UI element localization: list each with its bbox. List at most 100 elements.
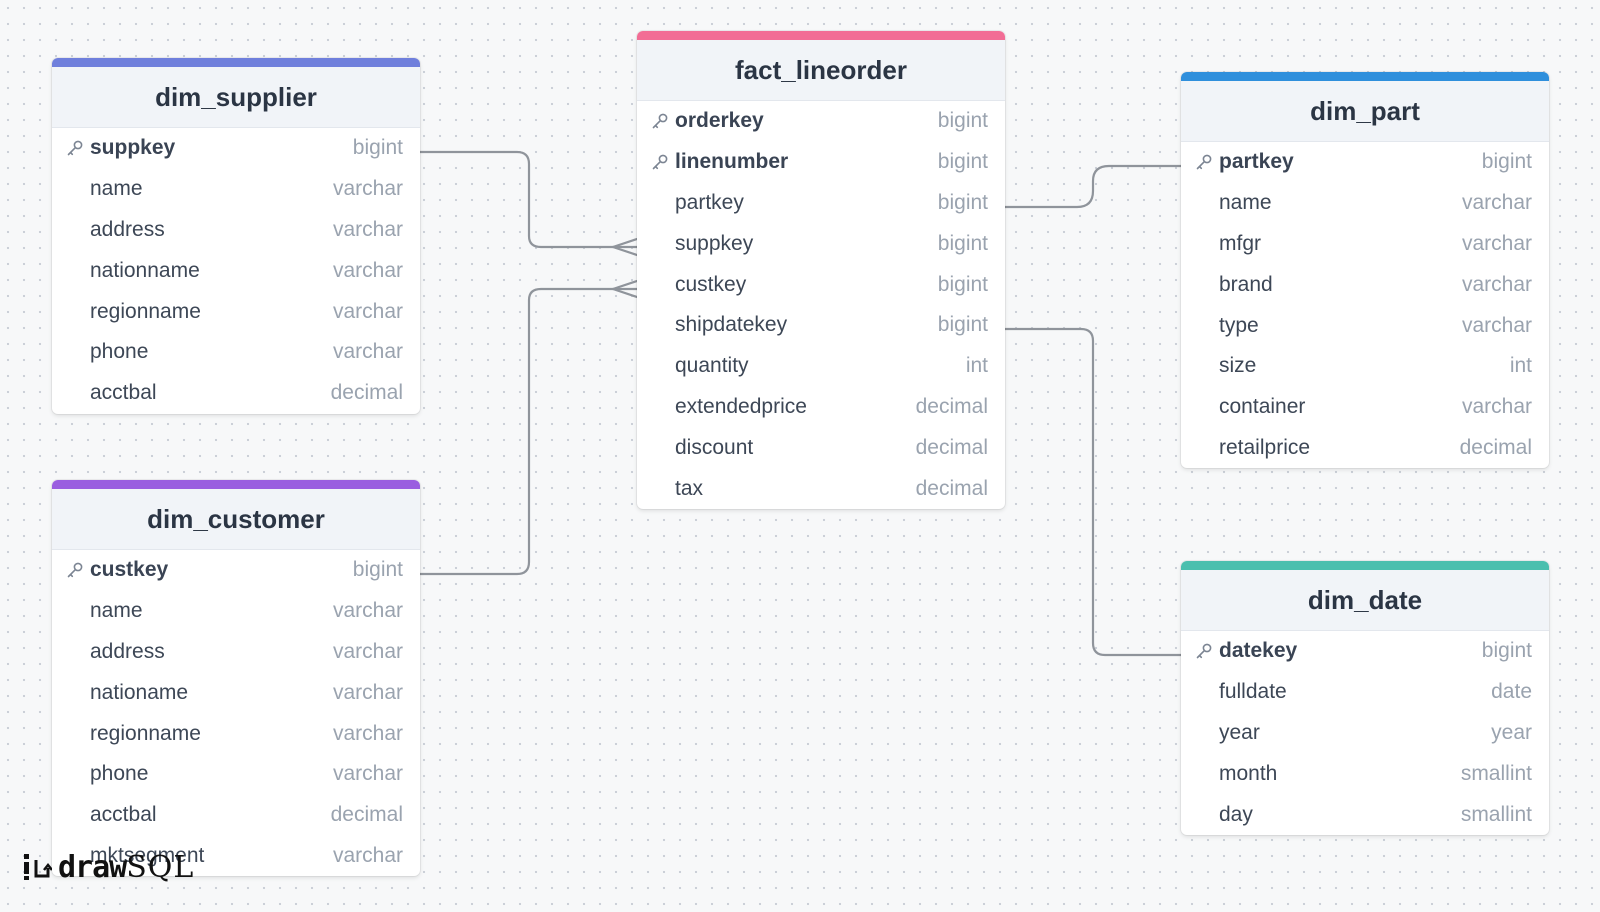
- field-type: decimal: [915, 435, 988, 459]
- field-type: decimal: [330, 381, 403, 405]
- drawsql-logo[interactable]: draw SQL: [22, 849, 195, 885]
- field-type: varchar: [332, 340, 403, 364]
- field-type: bigint: [1481, 150, 1532, 174]
- table-title[interactable]: fact_lineorder: [637, 40, 1005, 101]
- field-name: quantity: [675, 354, 749, 378]
- field-name: month: [1219, 761, 1278, 785]
- field-row-brand[interactable]: brand varchar: [1181, 264, 1549, 305]
- field-name: tax: [675, 476, 704, 500]
- field-name: retailprice: [1219, 435, 1311, 459]
- field-name: address: [90, 217, 165, 241]
- field-name: year: [1219, 720, 1260, 744]
- field-type: varchar: [1461, 272, 1532, 296]
- field-row-phone[interactable]: phone varchar: [52, 332, 420, 373]
- field-type: decimal: [1459, 435, 1532, 459]
- field-type: varchar: [332, 217, 403, 241]
- logo-text-draw: draw: [58, 849, 127, 885]
- field-row-retailprice[interactable]: retailprice decimal: [1181, 428, 1549, 469]
- field-type: varchar: [1461, 313, 1532, 337]
- field-row-tax[interactable]: tax decimal: [637, 468, 1005, 509]
- table-title[interactable]: dim_part: [1181, 81, 1549, 142]
- key-icon: [1195, 153, 1213, 171]
- table-title[interactable]: dim_customer: [52, 489, 420, 550]
- field-name: name: [1219, 191, 1272, 215]
- field-type: varchar: [332, 258, 403, 282]
- field-type: decimal: [915, 476, 988, 500]
- field-name: nationname: [90, 258, 200, 282]
- connector-supplier-to-lineorder: [411, 150, 639, 249]
- table-title[interactable]: dim_date: [1181, 570, 1549, 631]
- field-type: varchar: [332, 177, 403, 201]
- field-row-nationname[interactable]: nationname varchar: [52, 250, 420, 291]
- field-name: brand: [1219, 272, 1273, 296]
- table-accent-bar: [637, 31, 1005, 40]
- field-name: shipdatekey: [675, 313, 788, 337]
- field-row-type[interactable]: type varchar: [1181, 305, 1549, 346]
- field-type: bigint: [937, 109, 988, 133]
- table-accent-bar: [1181, 561, 1549, 570]
- field-row-orderkey[interactable]: orderkey bigint: [637, 101, 1005, 142]
- field-name: datekey: [1219, 639, 1298, 663]
- field-name: fulldate: [1219, 680, 1287, 704]
- field-type: bigint: [937, 190, 988, 214]
- field-name: phone: [90, 762, 149, 786]
- field-name: mfgr: [1219, 231, 1261, 255]
- field-row-suppkey[interactable]: suppkey bigint: [52, 128, 420, 169]
- field-name: regionname: [90, 299, 201, 323]
- field-name: phone: [90, 340, 149, 364]
- logo-text-sql: SQL: [126, 849, 195, 885]
- field-name: partkey: [675, 190, 744, 214]
- field-type: varchar: [332, 599, 403, 623]
- field-name: orderkey: [675, 109, 764, 133]
- field-row-partkey[interactable]: partkey bigint: [637, 183, 1005, 224]
- field-type: bigint: [352, 136, 403, 160]
- crowfoot-suppkey: [611, 237, 639, 257]
- table-accent-bar: [52, 58, 420, 67]
- field-name: type: [1219, 313, 1259, 337]
- connector-lineorder-to-part: [1003, 164, 1183, 209]
- field-row-address[interactable]: address varchar: [52, 210, 420, 251]
- field-name: nationame: [90, 680, 189, 704]
- field-type: varchar: [332, 843, 403, 867]
- field-name: custkey: [675, 272, 747, 296]
- table-title[interactable]: dim_supplier: [52, 67, 420, 128]
- field-name: size: [1219, 354, 1257, 378]
- field-name: suppkey: [90, 136, 176, 160]
